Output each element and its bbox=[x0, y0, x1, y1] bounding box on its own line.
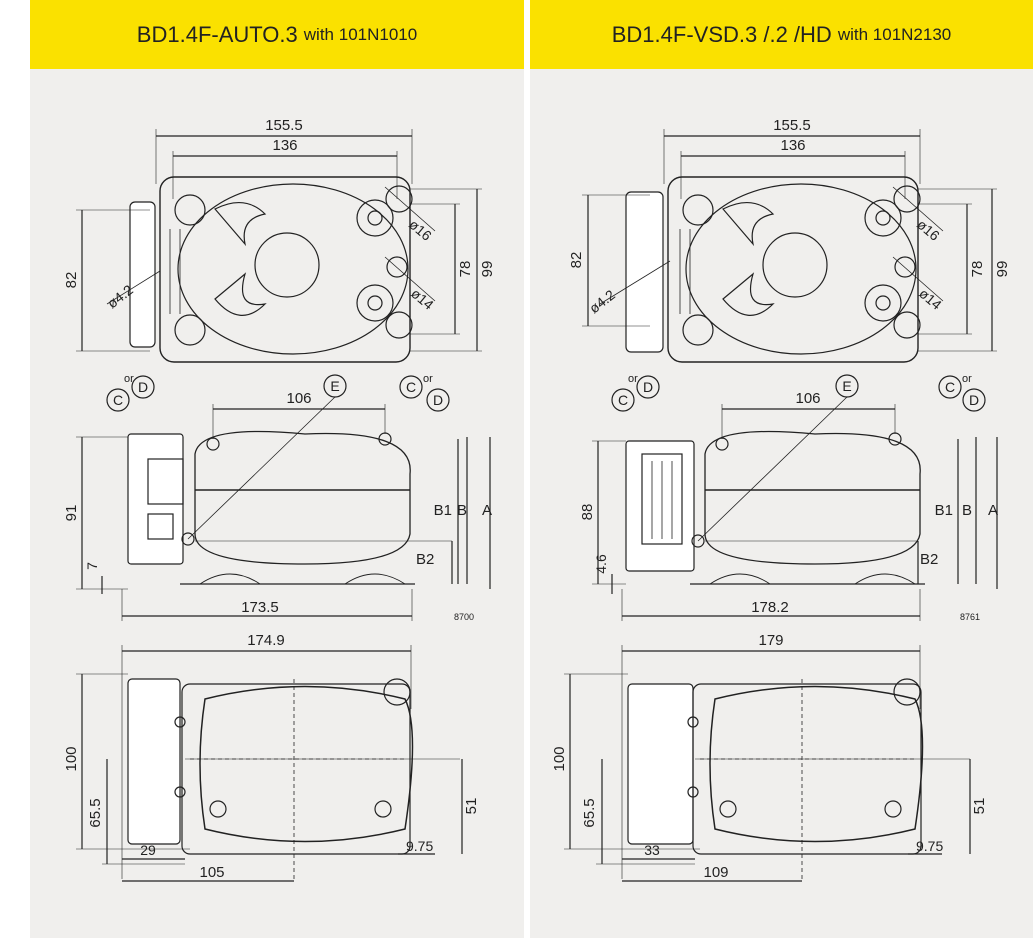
dim-right-height: 51 bbox=[463, 798, 480, 815]
panel-header: BD1.4F-AUTO.3 with 101N1010 bbox=[30, 0, 524, 69]
model-name: BD1.4F-VSD.3 /.2 /HD bbox=[611, 21, 832, 47]
dim-right-width: 9.75 bbox=[916, 838, 943, 854]
label-conn-e: E bbox=[842, 378, 851, 394]
dim-bottom-width: 100 bbox=[63, 746, 80, 771]
side-view: C or D E C or D 106 bbox=[579, 373, 998, 622]
dim-h-outer: 99 bbox=[994, 261, 1011, 278]
dim-offset-1: 65.5 bbox=[87, 798, 104, 827]
label-b1: B1 bbox=[434, 502, 452, 519]
left-panel: BD1.4F-AUTO.3 with 101N1010 155.5 136 bbox=[30, 0, 524, 938]
drawing-code: 8761 bbox=[960, 612, 980, 622]
label-b2: B2 bbox=[920, 551, 938, 568]
label-conn-c2: C bbox=[945, 379, 955, 395]
dim-bottom-length: 179 bbox=[758, 632, 783, 649]
dim-side-height: 88 bbox=[579, 504, 596, 521]
dim-h-inner: 78 bbox=[969, 261, 986, 278]
label-b: B bbox=[962, 502, 972, 519]
dim-h-outer: 99 bbox=[479, 261, 496, 278]
dim-offset-2: 33 bbox=[644, 842, 660, 858]
right-panel: BD1.4F-VSD.3 /.2 /HD with 101N2130 155.5… bbox=[530, 0, 1033, 938]
label-b2: B2 bbox=[416, 551, 434, 568]
controller-label: with 101N2130 bbox=[837, 24, 952, 44]
dim-base: 7 bbox=[84, 562, 100, 570]
dim-bottom-width: 100 bbox=[551, 746, 568, 771]
label-b1: B1 bbox=[935, 502, 953, 519]
drawing-code: 8700 bbox=[454, 612, 474, 622]
side-view: C or D E C or D 106 bbox=[63, 373, 492, 622]
dim-bottom-length: 174.9 bbox=[247, 632, 285, 649]
technical-drawing: 155.5 136 82 ø4.2 ø16 bbox=[551, 117, 1011, 882]
dim-width-total: 155.5 bbox=[265, 117, 303, 134]
label-conn-d2: D bbox=[969, 392, 979, 408]
dim-offset-3: 105 bbox=[199, 864, 224, 881]
model-name: BD1.4F-AUTO.3 bbox=[136, 21, 298, 47]
dim-side-height: 91 bbox=[63, 505, 80, 522]
dim-width-holes: 136 bbox=[780, 137, 805, 154]
dim-height-holes: 82 bbox=[63, 272, 80, 289]
label-conn-c2: C bbox=[406, 379, 416, 395]
label-a: A bbox=[482, 502, 492, 519]
dim-base: 4.6 bbox=[593, 554, 609, 574]
dim-offset-1: 65.5 bbox=[581, 798, 598, 827]
top-view: 155.5 136 82 ø4.2 ø16 bbox=[568, 117, 1011, 363]
bottom-view: 179 100 65.5 33 109 51 9.75 bbox=[551, 632, 988, 882]
technical-drawing: 155.5 136 82 ø bbox=[63, 117, 496, 882]
dim-dia-mid: ø14 bbox=[916, 285, 945, 313]
dim-height-holes: 82 bbox=[568, 252, 585, 269]
panel-header: BD1.4F-VSD.3 /.2 /HD with 101N2130 bbox=[530, 0, 1033, 69]
label-b: B bbox=[457, 502, 467, 519]
label-conn-c1: C bbox=[113, 392, 123, 408]
label-or2: or bbox=[423, 373, 433, 385]
label-or2: or bbox=[962, 373, 972, 385]
label-conn-d2: D bbox=[433, 392, 443, 408]
label-conn-d1: D bbox=[138, 379, 148, 395]
dim-dia-small: ø4.2 bbox=[586, 286, 618, 316]
top-view: 155.5 136 82 ø bbox=[63, 117, 496, 363]
dim-side-length: 178.2 bbox=[751, 599, 789, 616]
bottom-view: 174.9 100 65.5 29 105 bbox=[63, 632, 480, 882]
dim-right-width: 9.75 bbox=[406, 838, 433, 854]
label-conn-e: E bbox=[330, 378, 339, 394]
dim-h-inner: 78 bbox=[457, 261, 474, 278]
dim-side-length: 173.5 bbox=[241, 599, 279, 616]
dim-dia-mid: ø14 bbox=[408, 285, 437, 313]
label-or1: or bbox=[628, 373, 638, 385]
dim-width-total: 155.5 bbox=[773, 117, 811, 134]
label-conn-d1: D bbox=[643, 379, 653, 395]
controller-label: with 101N1010 bbox=[303, 24, 418, 44]
label-or1: or bbox=[124, 373, 134, 385]
dim-offset-2: 29 bbox=[140, 842, 156, 858]
label-a: A bbox=[988, 502, 998, 519]
dim-width-holes: 136 bbox=[272, 137, 297, 154]
dim-right-height: 51 bbox=[971, 798, 988, 815]
label-conn-c1: C bbox=[618, 392, 628, 408]
dim-spacing: 106 bbox=[286, 390, 311, 407]
dim-offset-3: 109 bbox=[703, 864, 728, 881]
dim-spacing: 106 bbox=[795, 390, 820, 407]
